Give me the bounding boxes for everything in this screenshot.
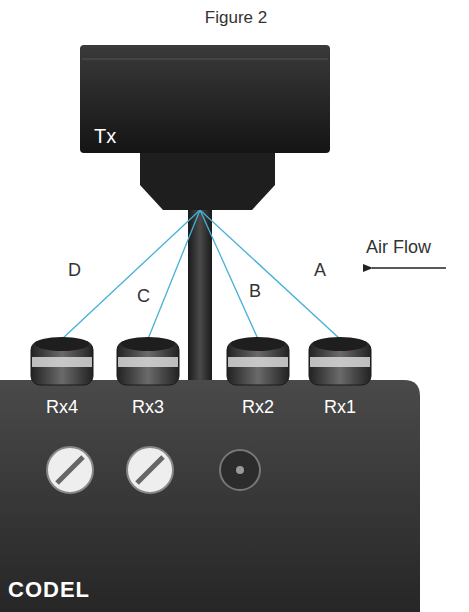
base-housing (0, 380, 420, 612)
screw-head (47, 447, 93, 493)
node-outline (0, 335, 420, 612)
cap-highlight (310, 357, 370, 367)
part-label: Tx (94, 125, 116, 148)
housing-edge (82, 59, 328, 60)
figure-title: Figure 2 (205, 8, 267, 28)
connector-socket (220, 450, 260, 490)
transmitter-housing (80, 45, 330, 153)
beam-label: D (68, 260, 81, 281)
receiver-lens (231, 337, 285, 351)
cap-highlight (118, 357, 178, 367)
receiver-base: Rx4 Rx3 Rx2 Rx1CODEL (0, 335, 420, 612)
screw-slot (57, 457, 83, 483)
receiver-lens (313, 337, 367, 351)
beam-label: B (249, 281, 261, 302)
ultrasonic-beam (200, 210, 258, 339)
receiver-lens (121, 337, 175, 351)
flow-label: Air Flow (366, 237, 431, 258)
transmitter-collar (140, 153, 275, 210)
receiver-label: Rx1 (324, 397, 356, 418)
receiver-lens (35, 337, 89, 351)
screw-head (127, 447, 173, 493)
brand-logo: CODEL (8, 577, 90, 602)
receiver-label: Rx4 (46, 397, 78, 418)
cap-highlight (32, 357, 92, 367)
cap-highlight (228, 357, 288, 367)
transmitter-head: Tx (80, 45, 330, 210)
ultrasonic-beam (62, 210, 200, 339)
receiver-label: Rx2 (242, 397, 274, 418)
node-outline (80, 45, 330, 210)
beam-label: C (137, 286, 150, 307)
air-flow-arrow (372, 267, 446, 269)
ultrasonic-beam (148, 210, 200, 339)
beam-label: A (314, 260, 326, 281)
receiver-label: Rx3 (132, 397, 164, 418)
socket-pin (236, 466, 244, 474)
screw-slot (137, 457, 163, 483)
ultrasonic-beam (200, 210, 340, 339)
